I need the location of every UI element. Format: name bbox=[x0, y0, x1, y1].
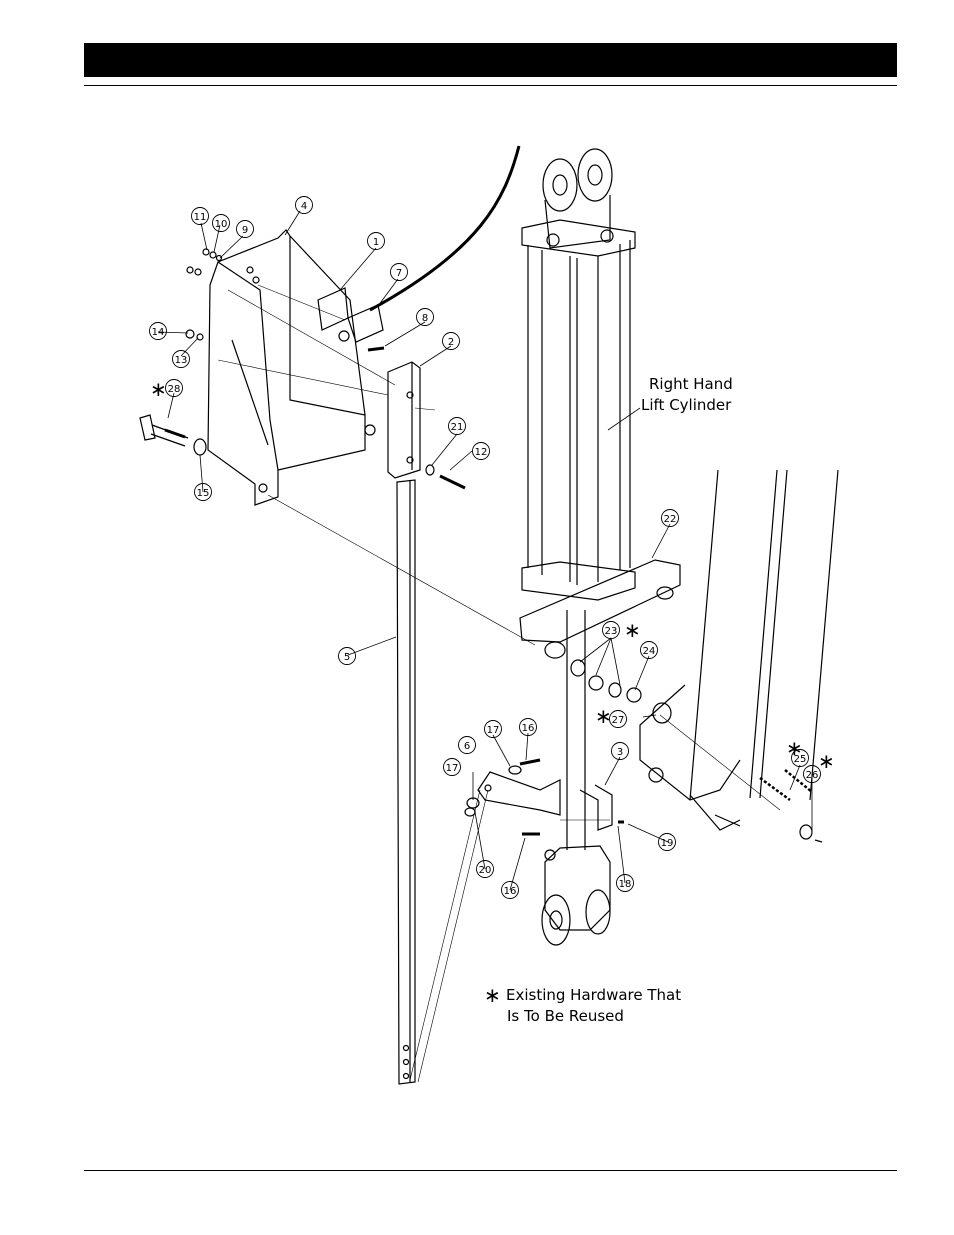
bolt-12 bbox=[439, 474, 466, 490]
svg-text:14: 14 bbox=[152, 327, 165, 338]
callout-16b: 16 bbox=[501, 881, 519, 899]
callout-5: 5 bbox=[338, 647, 356, 665]
callout-20: 20 bbox=[476, 860, 494, 878]
svg-text:3: 3 bbox=[617, 747, 623, 758]
callout-18: 18 bbox=[616, 874, 634, 892]
svg-text:5: 5 bbox=[344, 652, 350, 663]
bracket-4 bbox=[207, 229, 376, 506]
star-23: ∗ bbox=[624, 618, 641, 642]
callout-15: 15 bbox=[194, 483, 212, 501]
callout-24: 24 bbox=[640, 641, 658, 659]
callout-16a: 16 bbox=[519, 718, 537, 736]
svg-text:13: 13 bbox=[175, 355, 188, 366]
cross-bar bbox=[519, 559, 681, 643]
sensor-cable bbox=[369, 145, 521, 312]
svg-text:8: 8 bbox=[422, 313, 428, 324]
leader-lines bbox=[157, 210, 813, 891]
svg-text:26: 26 bbox=[806, 770, 819, 781]
callout-19: 19 bbox=[658, 833, 676, 851]
reused-hardware-stars: ∗ ∗ ∗ ∗ ∗ bbox=[150, 377, 835, 773]
header-bar bbox=[84, 43, 897, 77]
callout-11: 11 bbox=[191, 207, 209, 225]
svg-text:28: 28 bbox=[168, 384, 181, 395]
svg-text:21: 21 bbox=[451, 422, 464, 433]
svg-text:18: 18 bbox=[619, 879, 632, 890]
star-28: ∗ bbox=[150, 377, 167, 401]
note-star: ∗ bbox=[484, 983, 501, 1007]
callout-4: 4 bbox=[295, 196, 313, 214]
callouts: 1 2 3 4 5 6 7 8 9 10 11 12 13 14 15 16 1… bbox=[149, 196, 821, 899]
callout-9: 9 bbox=[236, 220, 254, 238]
svg-text:10: 10 bbox=[215, 219, 228, 230]
svg-text:24: 24 bbox=[643, 646, 656, 657]
callout-28: 28 bbox=[165, 379, 183, 397]
cylinder-label-line1: Right Hand bbox=[649, 375, 733, 393]
callout-27: 27 bbox=[609, 710, 627, 728]
callout-7: 7 bbox=[390, 263, 408, 281]
callout-23: 23 bbox=[602, 621, 620, 639]
callout-1: 1 bbox=[367, 232, 385, 250]
note-line1: Existing Hardware That bbox=[506, 986, 681, 1004]
svg-text:16: 16 bbox=[522, 723, 535, 734]
svg-text:6: 6 bbox=[464, 741, 470, 752]
svg-text:9: 9 bbox=[242, 225, 248, 236]
callout-17a: 17 bbox=[484, 720, 502, 738]
note-line2: Is To Be Reused bbox=[507, 1007, 624, 1025]
strap-bracket-6 bbox=[464, 758, 561, 836]
svg-text:16: 16 bbox=[504, 886, 517, 897]
callout-22: 22 bbox=[661, 509, 679, 527]
svg-text:23: 23 bbox=[605, 626, 618, 637]
svg-text:2: 2 bbox=[448, 337, 454, 348]
callout-8: 8 bbox=[416, 308, 434, 326]
long-bar-5 bbox=[396, 479, 416, 1085]
svg-text:17: 17 bbox=[487, 725, 500, 736]
star-27: ∗ bbox=[595, 704, 612, 728]
callout-12: 12 bbox=[472, 442, 490, 460]
strap-bracket-3 bbox=[579, 784, 613, 831]
svg-text:17: 17 bbox=[446, 763, 459, 774]
bolt-28 bbox=[139, 414, 207, 456]
svg-text:1: 1 bbox=[373, 237, 379, 248]
svg-text:27: 27 bbox=[612, 715, 625, 726]
svg-text:7: 7 bbox=[396, 268, 402, 279]
svg-text:12: 12 bbox=[475, 447, 488, 458]
springs-25 bbox=[714, 769, 813, 827]
header-rule bbox=[84, 85, 897, 86]
sensor-plate-1 bbox=[317, 287, 349, 331]
callout-10: 10 bbox=[212, 214, 230, 232]
mount-block-2 bbox=[387, 361, 421, 479]
svg-text:4: 4 bbox=[301, 201, 307, 212]
svg-text:11: 11 bbox=[194, 212, 207, 223]
callout-14: 14 bbox=[149, 322, 167, 340]
svg-text:15: 15 bbox=[197, 488, 210, 499]
sensor-7 bbox=[347, 304, 384, 343]
cylinder-label-line2: Lift Cylinder bbox=[641, 396, 732, 414]
callout-25: 25 bbox=[791, 749, 809, 767]
star-25: ∗ bbox=[786, 736, 803, 760]
assembly-lines bbox=[217, 284, 781, 1083]
callout-13: 13 bbox=[172, 350, 190, 368]
svg-text:25: 25 bbox=[794, 754, 807, 765]
footer-rule bbox=[84, 1170, 897, 1171]
lift-cylinder bbox=[521, 148, 636, 946]
svg-text:20: 20 bbox=[479, 865, 492, 876]
svg-text:19: 19 bbox=[661, 838, 674, 849]
callout-17b: 17 bbox=[443, 758, 461, 776]
callout-21: 21 bbox=[448, 417, 466, 435]
svg-text:22: 22 bbox=[664, 514, 677, 525]
callout-6: 6 bbox=[458, 736, 476, 754]
star-26: ∗ bbox=[818, 749, 835, 773]
callout-3: 3 bbox=[611, 742, 629, 760]
callout-2: 2 bbox=[442, 332, 460, 350]
callout-26: 26 bbox=[803, 765, 821, 783]
